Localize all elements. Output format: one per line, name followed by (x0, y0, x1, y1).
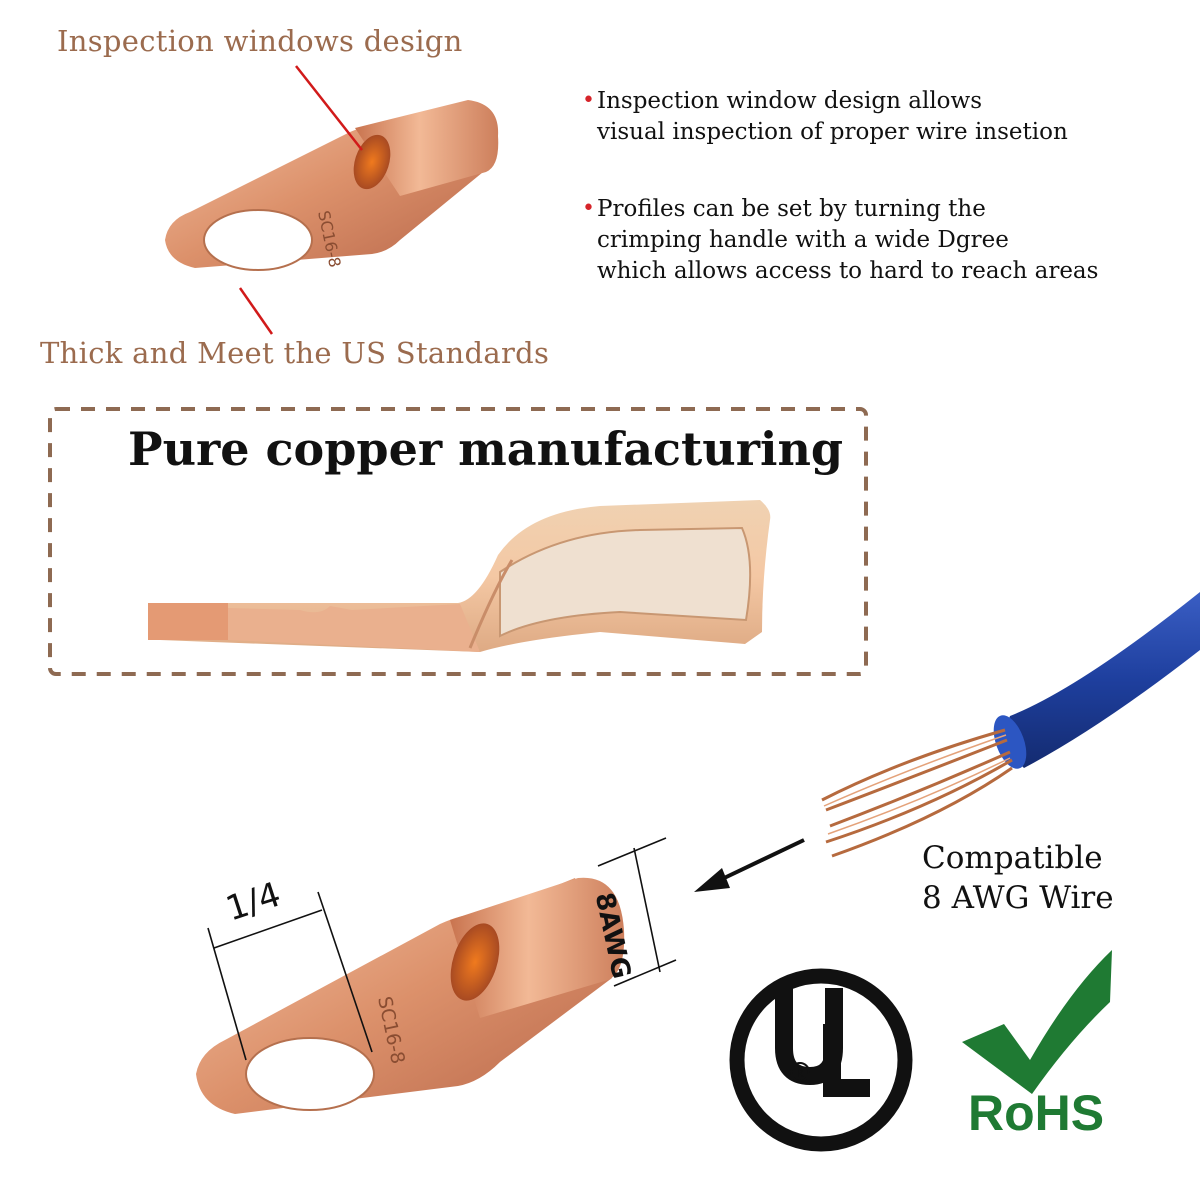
bullet-icon: • (582, 196, 595, 221)
copper-wire (821, 592, 1200, 858)
feature-item: • Inspection window design allows visual… (582, 86, 1182, 148)
hole-dimension-lines (207, 837, 677, 1061)
wire-direction-arrow (719, 838, 805, 882)
bottom-callout-pointer (238, 287, 274, 335)
bottom-ring-lug: SC16-8 (196, 877, 625, 1114)
bullet-icon: • (582, 88, 595, 113)
feature-item: • Profiles can be set by turning the cri… (582, 194, 1182, 287)
inspection-callout: Inspection windows design (57, 24, 463, 58)
top-ring-lug: SC16-8 (165, 100, 499, 271)
rohs-check-icon (962, 950, 1112, 1094)
feature-list: • Inspection window design allows visual… (582, 86, 1182, 287)
panel-title: Pure copper manufacturing (128, 422, 844, 476)
compatibility-text: Compatible 8 AWG Wire (922, 840, 1114, 916)
ul-logo: R (729, 968, 913, 1152)
rohs-label: RoHS (968, 1085, 1105, 1141)
svg-text:R: R (796, 1067, 804, 1080)
copper-panel-border (48, 407, 868, 676)
top-callout-pointer (295, 65, 363, 151)
arrow-head-icon (694, 868, 730, 892)
thickness-callout: Thick and Meet the US Standards (40, 336, 550, 370)
copper-cross-section (148, 500, 771, 652)
